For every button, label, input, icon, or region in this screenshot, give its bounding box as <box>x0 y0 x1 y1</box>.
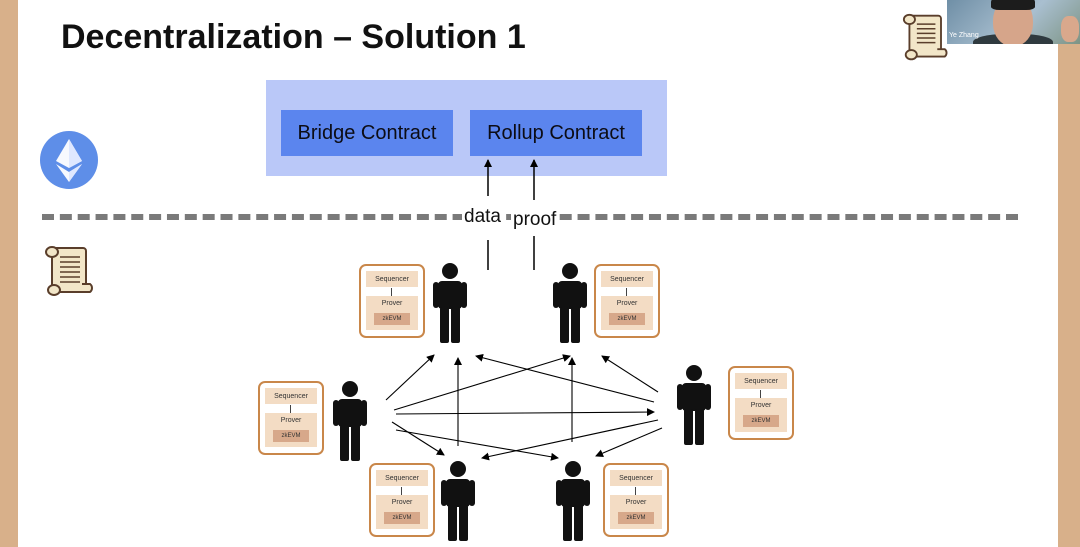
prover-label: Prover <box>381 300 403 307</box>
prover-box: Prover zkEVM <box>376 495 428 529</box>
node-card: Sequencer Prover zkEVM <box>728 366 794 440</box>
prover-label: Prover <box>616 300 638 307</box>
flow-arrow <box>626 288 627 296</box>
person-icon <box>441 461 475 541</box>
prover-box: Prover zkEVM <box>265 413 317 447</box>
person-icon <box>677 365 711 445</box>
flow-arrow <box>391 288 392 296</box>
scroll-logo-icon <box>45 246 93 296</box>
flow-arrow <box>635 487 636 495</box>
node-card: Sequencer Prover zkEVM <box>369 463 435 537</box>
prover-label: Prover <box>391 499 413 506</box>
node-card: Sequencer Prover zkEVM <box>258 381 324 455</box>
prover-box: Prover zkEVM <box>366 296 418 330</box>
zkevm-box: zkEVM <box>273 430 309 442</box>
prover-label: Prover <box>625 499 647 506</box>
person-icon <box>553 263 587 343</box>
flow-arrow <box>290 405 291 413</box>
bridge-contract: Bridge Contract <box>281 110 453 156</box>
webcam-hand <box>1061 16 1079 42</box>
presentation-slide: Decentralization – Solution 1 Bridge Con… <box>18 0 1058 547</box>
network-diagram <box>385 159 663 461</box>
flow-arrow <box>760 390 761 398</box>
prover-label: Prover <box>280 417 302 424</box>
ethereum-icon <box>40 131 98 189</box>
person-icon <box>556 461 590 541</box>
zkevm-box: zkEVM <box>609 313 645 325</box>
prover-box: Prover zkEVM <box>610 495 662 529</box>
rollup-contract: Rollup Contract <box>470 110 642 156</box>
zkevm-box: zkEVM <box>618 512 654 524</box>
sequencer-box: Sequencer <box>735 373 787 389</box>
slide-title: Decentralization – Solution 1 <box>61 18 526 56</box>
zkevm-box: zkEVM <box>384 512 420 524</box>
node-card: Sequencer Prover zkEVM <box>594 264 660 338</box>
data-label: data <box>462 206 503 228</box>
prover-label: Prover <box>750 402 772 409</box>
proof-label: proof <box>511 209 559 231</box>
prover-box: Prover zkEVM <box>601 296 653 330</box>
sequencer-box: Sequencer <box>376 470 428 486</box>
p2p-edges <box>385 353 663 461</box>
sequencer-box: Sequencer <box>610 470 662 486</box>
flow-arrow <box>401 487 402 495</box>
layer1-contract-box: Bridge Contract Rollup Contract <box>266 80 667 176</box>
sequencer-box: Sequencer <box>601 271 653 287</box>
person-icon <box>333 381 367 461</box>
prover-box: Prover zkEVM <box>735 398 787 432</box>
participant-name: Ye Zhang <box>949 32 979 39</box>
zkevm-box: zkEVM <box>743 415 779 427</box>
zkevm-box: zkEVM <box>374 313 410 325</box>
node-card: Sequencer Prover zkEVM <box>603 463 669 537</box>
person-icon <box>433 263 467 343</box>
scroll-logo-icon <box>902 13 948 61</box>
webcam-hair <box>991 0 1035 10</box>
sequencer-box: Sequencer <box>265 388 317 404</box>
webcam-thumbnail[interactable]: Ye Zhang <box>947 0 1080 44</box>
sequencer-box: Sequencer <box>366 271 418 287</box>
node-card: Sequencer Prover zkEVM <box>359 264 425 338</box>
